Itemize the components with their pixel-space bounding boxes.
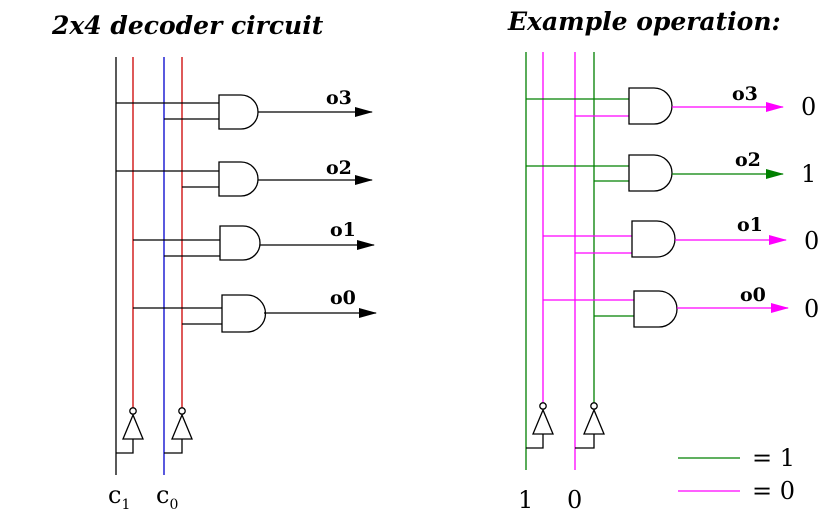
right-inverters	[526, 402, 605, 449]
legend-one-label: = 1	[752, 444, 795, 472]
example-and-gate-o1	[631, 220, 676, 258]
left-gate-inputs	[116, 102, 222, 325]
input-label-c0: c0	[156, 481, 178, 513]
and-gate-o1	[219, 225, 261, 261]
right-label-o1: o1	[737, 214, 763, 236]
example-inverter-c0	[575, 402, 605, 449]
left-label-o2: o2	[326, 157, 352, 179]
example-and-gate-o2	[628, 154, 673, 192]
right-title: Example operation:	[507, 7, 781, 36]
legend: = 1 = 0	[678, 444, 795, 505]
example-and-gate-o3	[628, 87, 673, 125]
left-label-o1: o1	[330, 219, 356, 241]
input-label-c1: c1	[108, 481, 130, 513]
left-label-o3: o3	[326, 87, 352, 109]
right-label-o2: o2	[735, 149, 761, 171]
output-value-o1: 0	[804, 227, 819, 255]
and-gate-o0	[221, 294, 267, 333]
example-inverter-c1	[526, 402, 554, 449]
and-gate-o3	[218, 94, 259, 130]
right-gate-inputs	[526, 98, 634, 317]
right-label-o0: o0	[740, 284, 766, 306]
left-decoder: 2x4 decoder circuit	[51, 11, 377, 513]
right-outputs	[672, 102, 789, 313]
legend-zero-label: = 0	[752, 477, 795, 505]
left-outputs	[258, 107, 377, 318]
right-and-gates	[628, 87, 678, 328]
inverter-c1	[116, 407, 144, 454]
inverter-c0	[164, 407, 193, 454]
and-gate-o2	[218, 161, 259, 197]
output-value-o3: 0	[801, 93, 816, 121]
example-and-gate-o0	[633, 290, 678, 328]
right-input-rails	[525, 52, 595, 470]
input-value-c1: 1	[518, 486, 533, 514]
left-label-o0: o0	[330, 287, 356, 309]
left-title: 2x4 decoder circuit	[51, 11, 324, 40]
output-value-o0: 0	[804, 295, 819, 323]
left-and-gates	[218, 94, 267, 333]
input-value-c0: 0	[567, 486, 582, 514]
output-value-o2: 1	[801, 160, 816, 188]
left-input-rails	[115, 57, 183, 475]
left-inverters	[116, 407, 193, 454]
right-example: Example operation:	[507, 7, 819, 514]
right-label-o3: o3	[732, 83, 758, 105]
